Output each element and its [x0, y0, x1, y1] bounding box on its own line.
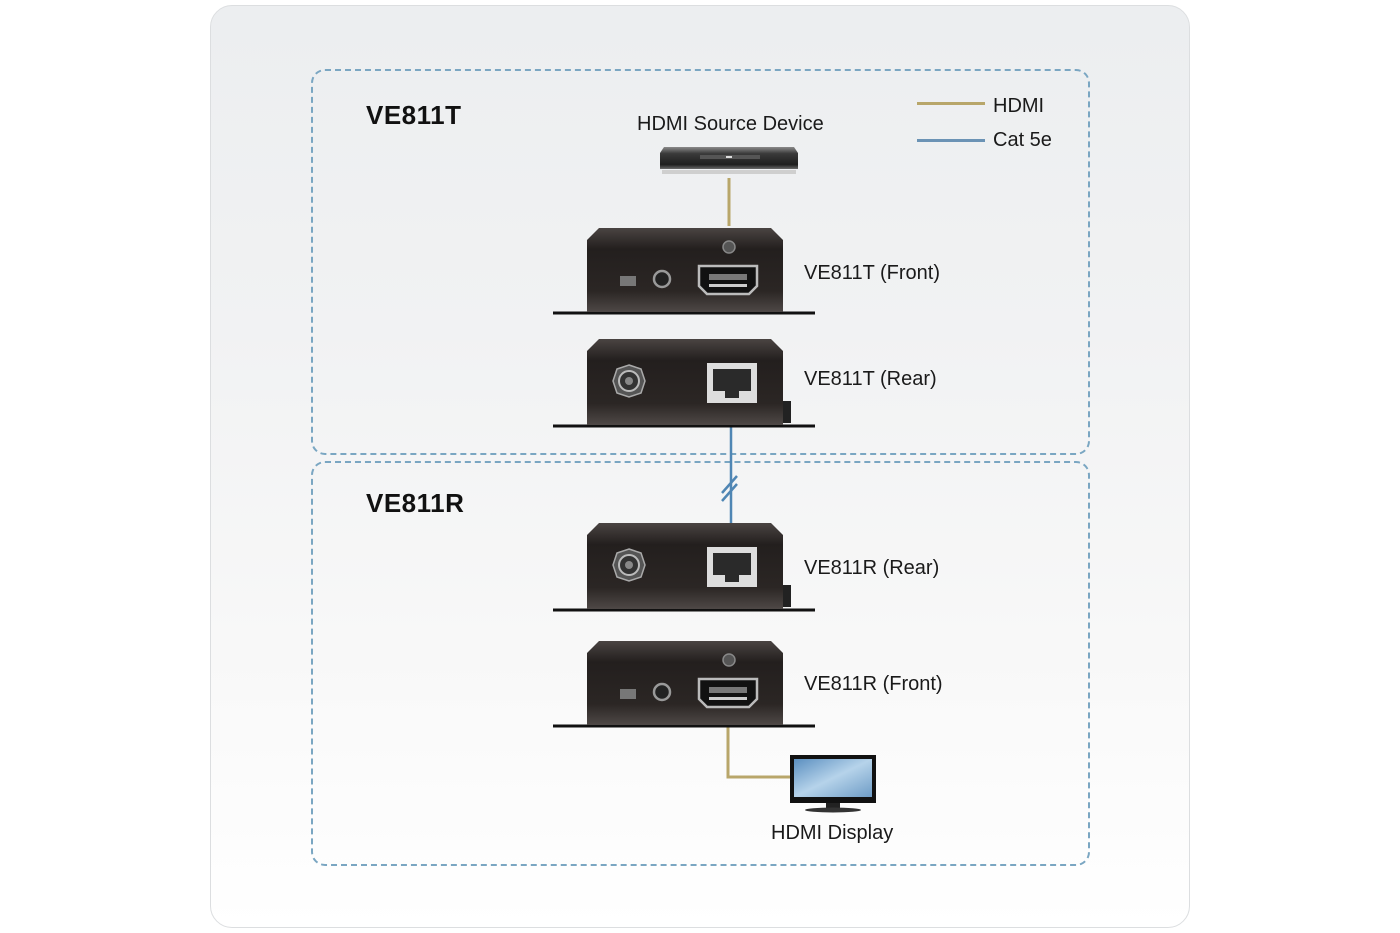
transmitter-zone	[311, 69, 1090, 455]
receiver-zone-title: VE811R	[366, 488, 465, 518]
legend-hdmi-label: HDMI	[993, 95, 1045, 117]
cable-break-mark-1	[721, 475, 738, 494]
source-device-label: HDMI Source Device	[637, 113, 824, 135]
receiver-zone	[311, 461, 1090, 866]
ve811t-front-label: VE811T (Front)	[804, 262, 940, 284]
legend-hdmi-line	[917, 102, 985, 105]
ve811t-front-unit	[553, 226, 818, 316]
ve811r-front-unit	[553, 639, 818, 729]
ve811r-rear-label: VE811R (Rear)	[804, 557, 940, 579]
hdmi-source-device	[658, 143, 800, 177]
cable-break-mark-2	[721, 483, 738, 502]
ve811r-front-label: VE811R (Front)	[804, 673, 943, 695]
hdmi-display-label: HDMI Display	[771, 822, 894, 844]
ve811t-rear-unit	[553, 337, 818, 429]
transmitter-zone-title: VE811T	[366, 100, 462, 130]
legend-cat5e-line	[917, 139, 985, 142]
legend-cat5e-label: Cat 5e	[993, 129, 1052, 151]
hdmi-display-monitor	[788, 753, 878, 815]
ve811t-rear-label: VE811T (Rear)	[804, 368, 937, 390]
ve811r-rear-unit	[553, 521, 818, 613]
hdmi-cable-display	[726, 722, 790, 779]
